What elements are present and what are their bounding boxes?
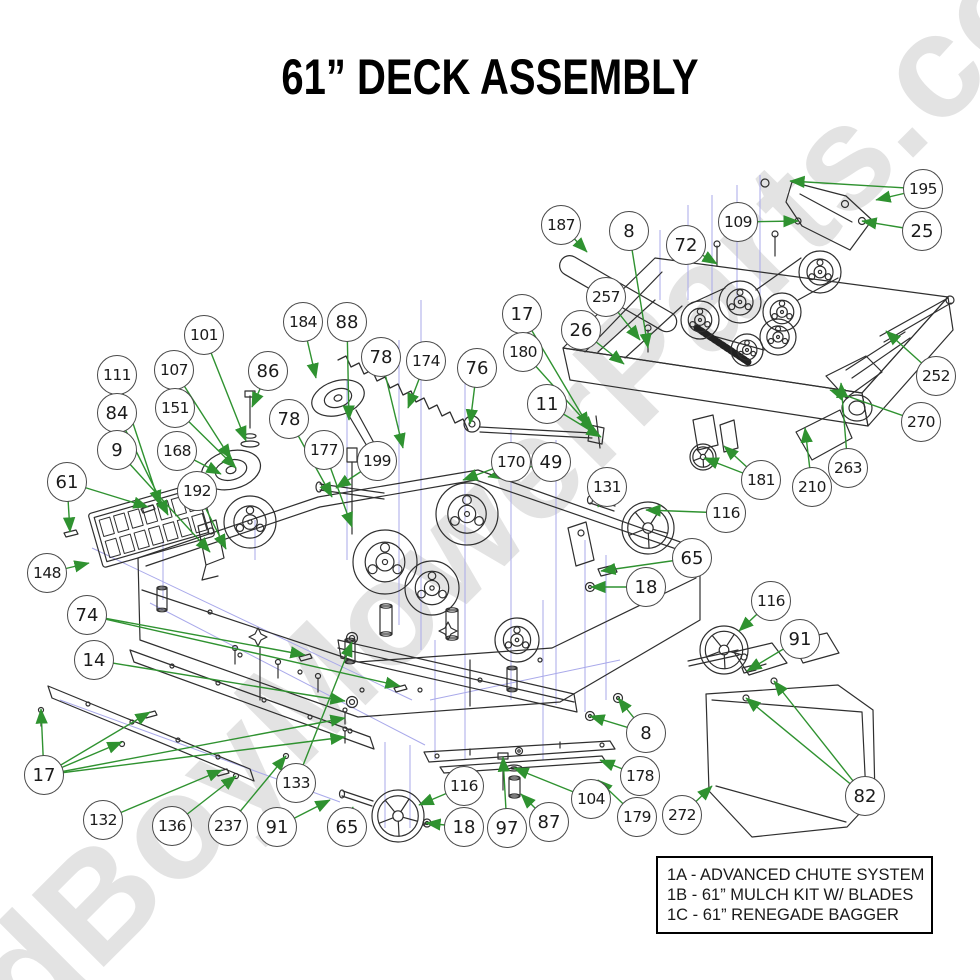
balloon-116: 116 [444,766,484,806]
balloon-72: 72 [666,225,706,265]
balloon-187: 187 [541,205,581,245]
balloon-181: 181 [741,460,781,500]
balloon-270: 270 [901,402,941,442]
legend-item: 1A - ADVANCED CHUTE SYSTEM [667,866,925,884]
balloon-49: 49 [531,442,571,482]
balloon-210: 210 [792,467,832,507]
legend-box: 1A - ADVANCED CHUTE SYSTEM 1B - 61” MULC… [656,856,933,934]
balloon-170: 170 [491,442,531,482]
balloon-131: 131 [587,467,627,507]
spindle-pulleys [223,250,842,663]
balloon-25: 25 [902,211,942,251]
balloon-116: 116 [751,581,791,621]
balloon-91: 91 [257,807,297,847]
balloon-17: 17 [24,755,64,795]
balloon-8: 8 [609,211,649,251]
balloon-86: 86 [248,351,288,391]
balloon-237: 237 [208,806,248,846]
balloon-263: 263 [828,448,868,488]
balloon-101: 101 [184,315,224,355]
balloon-199: 199 [357,441,397,481]
extension-spring [337,355,469,431]
balloon-78: 78 [361,337,401,377]
balloon-132: 132 [83,800,123,840]
balloon-272: 272 [662,795,702,835]
balloon-14: 14 [74,640,114,680]
balloon-9: 9 [97,430,137,470]
balloon-109: 109 [718,202,758,242]
legend-item: 1C - 61” RENEGADE BAGGER [667,906,899,924]
balloon-8: 8 [626,713,666,753]
balloon-61: 61 [47,462,87,502]
balloon-151: 151 [155,388,195,428]
legend-item: 1B - 61” MULCH KIT W/ BLADES [667,886,914,904]
page-title: 61” DECK ASSEMBLY [281,49,699,105]
balloon-174: 174 [406,341,446,381]
balloon-18: 18 [626,567,666,607]
balloon-84: 84 [97,393,137,433]
balloon-148: 148 [27,553,67,593]
balloon-168: 168 [157,431,197,471]
balloon-195: 195 [903,169,943,209]
balloon-136: 136 [152,806,192,846]
balloon-82: 82 [845,776,885,816]
balloon-107: 107 [154,350,194,390]
balloon-179: 179 [617,797,657,837]
balloon-65: 65 [672,538,712,578]
rear-roller [795,295,955,461]
balloon-97: 97 [487,808,527,848]
balloon-88: 88 [327,302,367,342]
balloon-252: 252 [916,356,956,396]
balloon-104: 104 [571,779,611,819]
balloon-178: 178 [620,756,660,796]
balloon-116: 116 [706,493,746,533]
balloon-180: 180 [503,332,543,372]
balloon-192: 192 [177,471,217,511]
balloon-87: 87 [529,802,569,842]
balloon-133: 133 [276,763,316,803]
balloon-18: 18 [444,807,484,847]
balloon-11: 11 [527,384,567,424]
balloon-177: 177 [304,430,344,470]
balloon-257: 257 [586,277,626,317]
balloon-65: 65 [327,807,367,847]
balloon-78: 78 [269,399,309,439]
spacers [156,585,518,693]
balloon-26: 26 [561,310,601,350]
front-baffles [37,631,578,782]
balloon-74: 74 [67,595,107,635]
balloon-91: 91 [780,619,820,659]
balloon-76: 76 [457,348,497,388]
balloon-111: 111 [97,355,137,395]
balloon-17: 17 [502,294,542,334]
balloon-184: 184 [283,302,323,342]
